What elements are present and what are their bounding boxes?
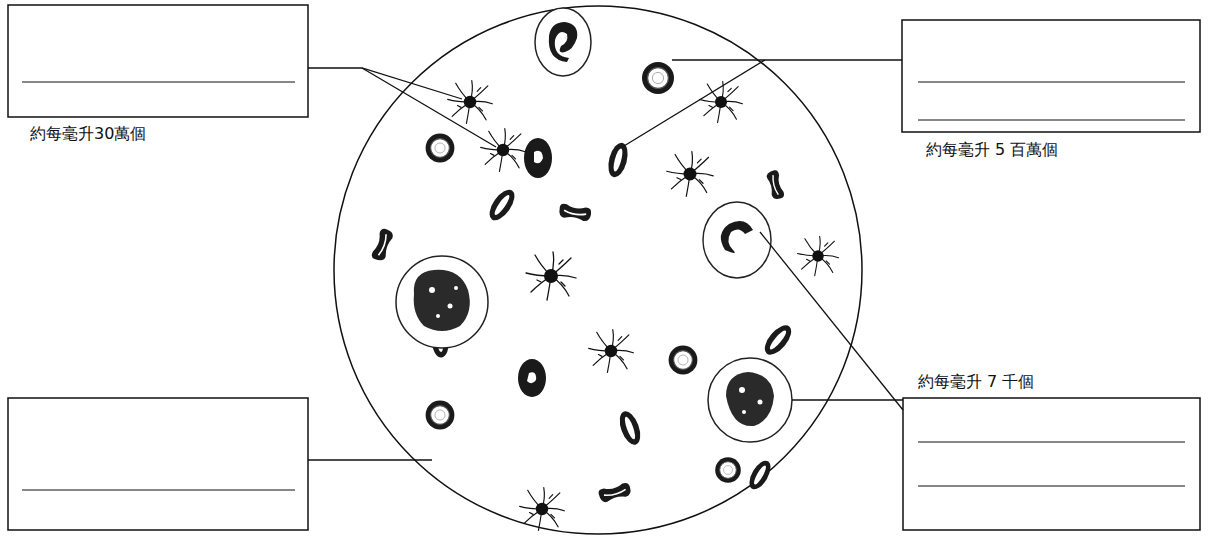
count-label: 約每毫升 7 千個 bbox=[918, 372, 1034, 391]
count-label: 約每毫升 5 百萬個 bbox=[926, 140, 1058, 159]
count-label: 約每毫升30萬個 bbox=[30, 124, 146, 143]
leader-lines bbox=[308, 60, 903, 460]
